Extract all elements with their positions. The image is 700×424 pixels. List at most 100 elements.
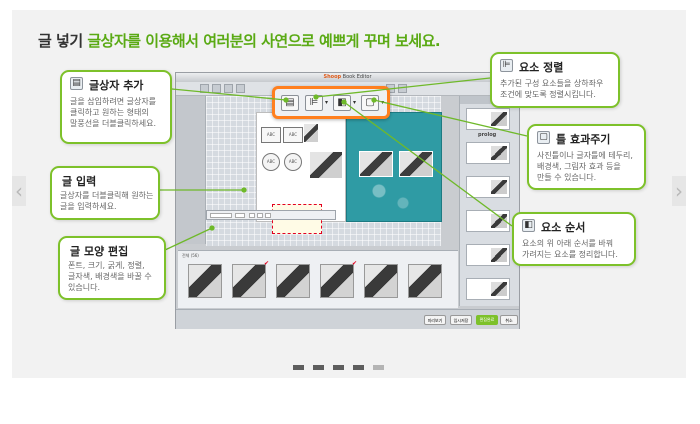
check-icon: ✔ <box>264 260 270 267</box>
editor-sidebar <box>176 96 206 244</box>
prev-slide-button[interactable]: ‹ <box>12 176 26 206</box>
photo-thumbnail[interactable] <box>276 264 310 298</box>
size-select[interactable] <box>235 213 245 218</box>
frame-shape[interactable]: ABC <box>262 153 280 171</box>
callout-body: 폰트, 크기, 굵게, 정렬, 글자색, 배경색을 바꿀 수 있습니다. <box>68 260 152 293</box>
editor-title-brand: Shoop <box>323 74 342 80</box>
page-thumbnail[interactable] <box>466 176 510 198</box>
pager-dot[interactable] <box>293 365 304 370</box>
chevron-down-icon[interactable]: ▾ <box>353 99 357 106</box>
callout-body-line: 말풍선을 더블클릭하세요. <box>70 119 157 128</box>
photo[interactable] <box>399 151 433 177</box>
page-thumbnail[interactable] <box>466 108 510 130</box>
callout-text-style: 글 모양 편집 폰트, 크기, 굵게, 정렬, 글자색, 배경색을 바꿀 수 있… <box>58 236 166 300</box>
callout-frame-effect: ▢ 틀 효과주기 사진틀이나 글자틀에 테두리, 배경색, 그림자 효과 등을 … <box>527 124 646 190</box>
callout-title: 틀 효과주기 <box>556 133 611 146</box>
complete-button[interactable]: 편집완료 <box>476 315 498 325</box>
callout-body: 요소의 위 아래 순서를 바꿔 가려지는 요소를 정리합니다. <box>522 238 618 260</box>
order-icon[interactable]: ◧ <box>333 95 351 111</box>
pager-dot[interactable] <box>353 365 364 370</box>
align-button[interactable] <box>257 213 263 218</box>
chevron-down-icon[interactable]: ▾ <box>325 99 329 106</box>
color-button[interactable] <box>265 213 271 218</box>
page-decoration <box>355 175 435 215</box>
order-icon: ◧ <box>522 219 535 232</box>
callout-body: 글을 삽입하려면 글상자를 클릭하고 원하는 형태의 말풍선을 더블클릭하세요. <box>70 96 156 129</box>
page-thumbnail-panel: prolog <box>459 96 519 306</box>
font-select[interactable] <box>210 213 232 218</box>
pager-dot[interactable] <box>333 365 344 370</box>
frame-effect-icon: ▢ <box>537 131 550 144</box>
text-box-icon[interactable]: ▤ <box>281 95 299 111</box>
callout-body-line: 폰트, 크기, 굵게, 정렬, <box>68 261 145 270</box>
text-box-icon: ▤ <box>70 77 83 90</box>
save-draft-button[interactable]: 임시저장 <box>450 315 472 325</box>
toolbar-button[interactable] <box>236 84 245 93</box>
callout-body-line: 요소의 위 아래 순서를 바꿔 <box>522 239 614 248</box>
photo[interactable] <box>303 123 319 143</box>
photo-thumbnail[interactable] <box>232 264 266 298</box>
callout-body-line: 조건에 맞도록 정렬시킵니다. <box>500 90 596 99</box>
callout-body-line: 만들 수 있습니다. <box>537 173 597 182</box>
preview-button[interactable]: 미리보기 <box>424 315 446 325</box>
pager-dot[interactable] <box>373 365 384 370</box>
page-thumbnail[interactable] <box>466 142 510 164</box>
toolbar-button[interactable] <box>398 84 407 93</box>
zoomed-toolbar: ▤ ⊫ ▾ ◧ ▾ ▢ ▾ <box>272 86 390 119</box>
toolbar-button[interactable] <box>200 84 209 93</box>
frame-shape[interactable]: ABC <box>261 127 281 143</box>
photo-thumbnail[interactable] <box>408 264 442 298</box>
next-slide-button[interactable]: › <box>672 176 686 206</box>
callout-body-line: 배경색, 그림자 효과 등을 <box>537 162 621 171</box>
callout-title: 글 모양 편집 <box>70 245 129 258</box>
callout-body-line: 글을 삽입하려면 글상자를 <box>70 97 157 106</box>
page-thumbnail[interactable] <box>466 278 510 300</box>
thumbnail-label: prolog <box>478 132 497 138</box>
photo-thumbnail[interactable] <box>188 264 222 298</box>
page-thumbnail[interactable] <box>466 210 510 232</box>
editor-statusbar: 미리보기 임시저장 편집완료 취소 <box>176 309 519 329</box>
pager-dot[interactable] <box>313 365 324 370</box>
callout-title: 요소 정렬 <box>519 61 564 74</box>
chevron-down-icon[interactable]: ▾ <box>381 99 385 106</box>
callout-body: 사진틀이나 글자틀에 테두리, 배경색, 그림자 효과 등을 만들 수 있습니다… <box>537 150 633 183</box>
title-main: 글상자를 이용해서 여러분의 사연으로 예쁘게 꾸며 보세요. <box>87 32 441 50</box>
align-icon: ⊫ <box>500 59 513 72</box>
align-icon[interactable]: ⊫ <box>305 95 323 111</box>
toolbar-button[interactable] <box>224 84 233 93</box>
callout-body-line: 클릭하고 원하는 형태의 <box>70 108 149 117</box>
album-page-right[interactable] <box>346 112 442 222</box>
callout-body-line: 글을 입력하세요. <box>60 202 117 211</box>
photo-strip: 전체 (56) ✔ ✔ <box>178 250 458 308</box>
editor-title-text: Book Editor <box>341 74 372 80</box>
callout-title: 글상자 추가 <box>89 79 144 92</box>
photo-thumbnail[interactable] <box>320 264 354 298</box>
frame-shape[interactable]: ABC <box>283 127 303 143</box>
album-page-left[interactable]: ABC ABC ABC ABC <box>256 112 346 222</box>
callout-body: 추가된 구성 요소들을 상하좌우 조건에 맞도록 정렬시킵니다. <box>500 78 603 100</box>
callout-add-textbox: ▤ 글상자 추가 글을 삽입하려면 글상자를 클릭하고 원하는 형태의 말풍선을… <box>60 70 172 144</box>
check-icon: ✔ <box>352 260 358 267</box>
photo-strip-tabs[interactable]: 전체 (56) <box>182 253 199 258</box>
callout-body-line: 있습니다. <box>68 283 100 292</box>
callout-title: 글 입력 <box>62 175 97 188</box>
frame-effect-icon[interactable]: ▢ <box>361 95 379 111</box>
text-format-bar <box>206 210 336 220</box>
cancel-button[interactable]: 취소 <box>500 315 518 325</box>
frame-shape[interactable]: ABC <box>284 153 302 171</box>
photo-thumbnail[interactable] <box>364 264 398 298</box>
callout-body-line: 가려지는 요소를 정리합니다. <box>522 250 618 259</box>
toolbar-button[interactable] <box>212 84 221 93</box>
callout-body-line: 글상자를 더블클릭해 원하는 <box>60 191 154 200</box>
editor-titlebar: Shoop Book Editor <box>176 73 519 82</box>
photo[interactable] <box>309 151 343 179</box>
callout-body: 글상자를 더블클릭해 원하는 글을 입력하세요. <box>60 190 153 212</box>
callout-title: 요소 순서 <box>541 221 586 234</box>
photo[interactable] <box>359 151 393 177</box>
page-title: 글 넣기 글상자를 이용해서 여러분의 사연으로 예쁘게 꾸며 보세요. <box>38 30 441 51</box>
callout-text-input: 글 입력 글상자를 더블클릭해 원하는 글을 입력하세요. <box>50 166 160 220</box>
page-thumbnail[interactable] <box>466 244 510 266</box>
bold-button[interactable] <box>249 213 255 218</box>
title-prefix: 글 넣기 <box>38 32 83 50</box>
